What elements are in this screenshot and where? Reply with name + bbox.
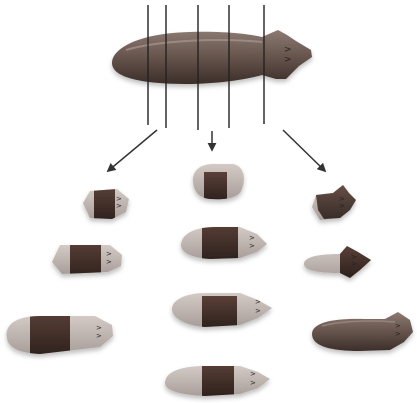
svg-text:>: > [351,260,357,268]
svg-text:>: > [116,202,122,210]
svg-text:>: > [96,324,102,332]
whole-planarian: > > [112,30,312,84]
arrow-right [283,130,325,171]
fragment-right-2: > > [304,246,371,278]
fragment-center-4: > > [165,362,270,398]
svg-text:>: > [96,332,102,340]
fragment-center-1 [193,164,244,202]
svg-text:>: > [250,379,256,387]
svg-text:>: > [255,307,261,315]
svg-text:>: > [250,370,256,378]
svg-text:>: > [106,258,112,266]
fragment-center-3: > > [172,293,272,329]
svg-text:>: > [339,202,345,210]
fragment-left-2: > > [52,240,122,280]
fragment-left-1: > > [83,186,129,222]
eye-spot-icon: > [284,55,292,65]
fragment-right-3: > > [312,312,413,351]
svg-text:>: > [255,298,261,306]
arrow-left [108,130,157,171]
svg-text:>: > [395,330,401,338]
fragment-center-2: > > [181,222,267,262]
fragment-right-1: > > [312,185,356,220]
fragment-left-3: > > [7,310,113,358]
eye-spot-icon: > [284,45,292,55]
svg-text:>: > [249,234,255,242]
svg-text:>: > [395,322,401,330]
svg-text:>: > [106,250,112,258]
svg-text:>: > [249,242,255,250]
